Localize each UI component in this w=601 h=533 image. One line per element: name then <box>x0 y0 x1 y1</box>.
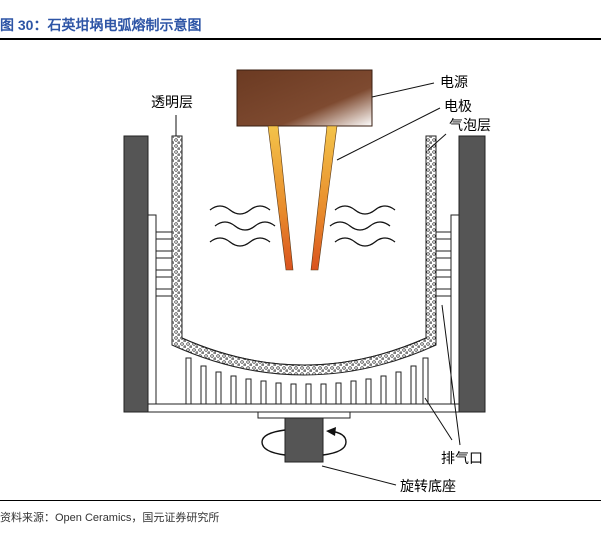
source-org: Open Ceramics <box>55 512 132 524</box>
rotating-base-label: 旋转底座 <box>400 479 456 495</box>
power-source-box <box>236 69 373 127</box>
bottom-vent-posts <box>185 357 429 405</box>
electrode-right <box>310 125 338 271</box>
transparent-layer <box>181 136 427 366</box>
source-note: 资料来源：Open Ceramics，国元证券研究所 <box>0 509 219 525</box>
bottom-rule <box>0 500 601 501</box>
figure-number: 图 30： <box>0 17 48 33</box>
bubble-layer-label: 气泡层 <box>449 118 491 134</box>
electrode-left <box>267 125 294 271</box>
source-prefix: 资料来源： <box>0 511 55 524</box>
rotation-arrow-icon <box>261 427 347 456</box>
base-hub <box>257 411 351 419</box>
mold-wall-right <box>458 135 486 413</box>
figure-title: 图 30：石英坩埚电弧熔制示意图 <box>0 14 201 36</box>
heat-waves-right <box>329 205 396 247</box>
rotating-shaft <box>284 417 324 463</box>
top-rule <box>0 38 601 40</box>
exhaust-port-label: 排气口 <box>441 451 483 467</box>
leader-lines <box>175 82 461 486</box>
source-suffix: ，国元证券研究所 <box>131 511 220 524</box>
transparent-layer-label: 透明层 <box>151 95 193 111</box>
base-platform <box>147 403 460 413</box>
support-column-left <box>147 214 157 408</box>
bubble-layer <box>171 135 437 376</box>
electrode-label: 电极 <box>444 99 472 115</box>
heat-waves-left <box>209 205 276 247</box>
figure-title-text: 石英坩埚电弧熔制示意图 <box>47 18 202 34</box>
power-source-label: 电源 <box>440 75 468 91</box>
mold-wall-left <box>123 135 149 413</box>
support-column-right <box>450 214 460 408</box>
